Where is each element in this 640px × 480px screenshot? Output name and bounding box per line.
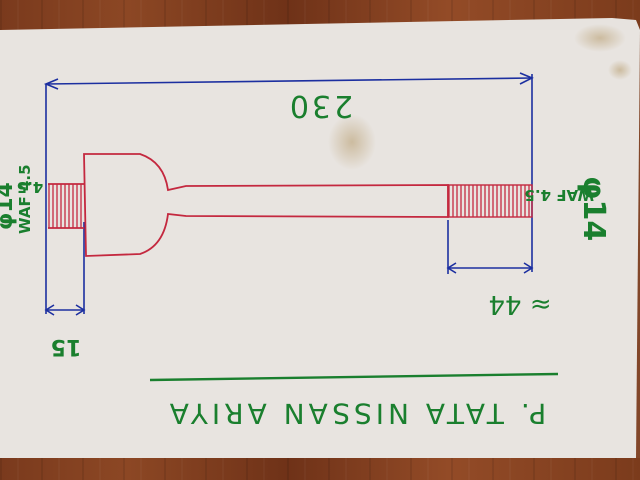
thread-right — [448, 185, 532, 217]
head-length-label: 15 — [51, 334, 82, 359]
thread-left — [48, 184, 84, 228]
overall-length-label: 230 — [287, 88, 353, 123]
left-thread-pitch-label: WAF 4.5 — [16, 164, 34, 234]
left-thread-diameter-label: φ14 — [0, 182, 18, 230]
thread-length-label: ≈ 44 — [488, 289, 551, 319]
left-pitch-value: 4.5 — [17, 178, 44, 196]
caption-underline — [149, 372, 559, 382]
paper-stain — [328, 114, 376, 170]
caption: P. TATA NISSAN ARIYA — [166, 397, 546, 430]
paper-sheet — [0, 18, 640, 458]
right-thread-pitch-label: WAF 4.5 — [524, 186, 594, 204]
right-thread-diameter-label: φ14 — [576, 176, 611, 241]
dimension-lines — [43, 72, 534, 316]
